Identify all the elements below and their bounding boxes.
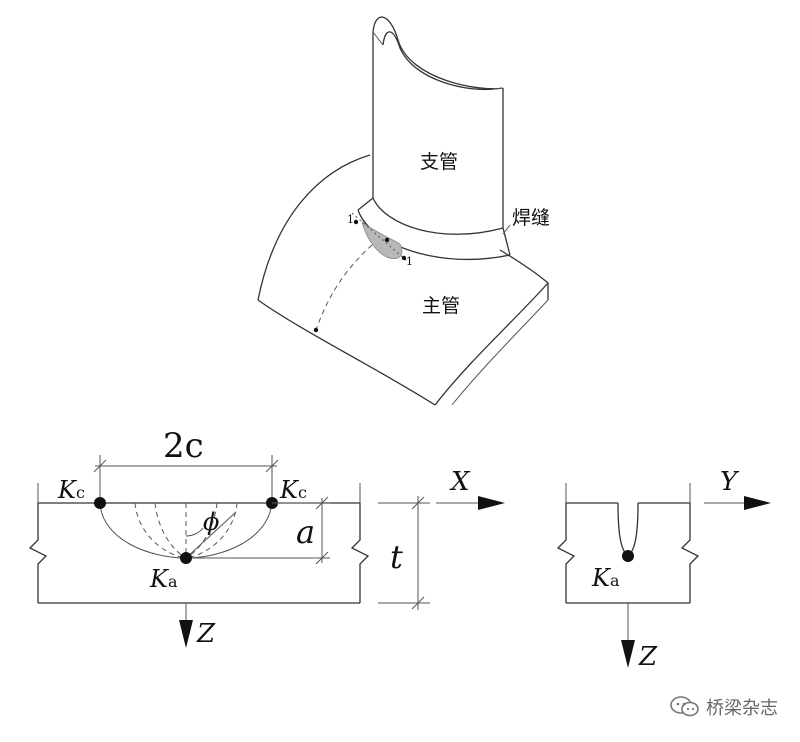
crack-front-dashed-1 bbox=[134, 502, 187, 559]
thickness-dim-tick-top bbox=[411, 496, 425, 510]
depth-label: a bbox=[296, 513, 315, 551]
crack-angle-arc bbox=[185, 527, 204, 537]
crack-front-dashed-4 bbox=[185, 502, 218, 559]
crack-section-yz: Ka Y Z bbox=[556, 467, 771, 672]
yz-break-line-right bbox=[680, 503, 700, 603]
branch-pipe-top-outer bbox=[372, 16, 504, 90]
surface-point-right-label: Kc bbox=[279, 476, 307, 504]
branch-pipe-label: 支管 bbox=[420, 151, 458, 173]
weld-upper-ring bbox=[372, 197, 504, 235]
y-axis-arrowhead bbox=[744, 496, 771, 510]
thickness-dim-tick-bottom bbox=[411, 596, 425, 610]
x-axis-arrowhead bbox=[478, 496, 505, 510]
crack-angle-ray bbox=[185, 511, 237, 559]
deepest-point-label: Ka bbox=[149, 565, 178, 593]
weld-leader-line bbox=[502, 224, 511, 235]
watermark-text: 桥梁杂志 bbox=[706, 698, 778, 719]
watermark: 桥梁杂志 bbox=[670, 694, 778, 720]
branch-pipe-top-inner bbox=[382, 31, 495, 91]
deepest-point bbox=[180, 552, 192, 564]
angle-label: ϕ bbox=[203, 508, 219, 536]
main-pipe-bottom-curve bbox=[434, 282, 549, 406]
weld-left-edge bbox=[357, 197, 374, 211]
section-marker-left: 1 bbox=[347, 213, 354, 226]
wechat-icon bbox=[670, 696, 699, 717]
section-trace-end-dot bbox=[313, 327, 319, 333]
x-axis-label: X bbox=[449, 467, 471, 497]
crack-front-dashed-3 bbox=[154, 502, 187, 559]
section-marker-dot-right bbox=[401, 255, 407, 261]
main-pipe-outline bbox=[257, 154, 371, 301]
surface-point-left bbox=[94, 497, 106, 509]
main-pipe-inner-curve bbox=[257, 299, 436, 406]
section-marker-right: 1 bbox=[406, 255, 413, 268]
surface-point-left-label: Kc bbox=[57, 476, 85, 504]
section-trace-line bbox=[315, 244, 373, 331]
branch-pipe-cut-edge bbox=[372, 31, 504, 90]
thickness-label: t bbox=[390, 538, 403, 576]
yz-deepest-point-label: Ka bbox=[591, 564, 620, 592]
weld-label: 焊缝 bbox=[512, 207, 550, 229]
yz-deepest-point bbox=[622, 550, 634, 562]
z-axis-arrowhead bbox=[179, 620, 193, 648]
break-line-right bbox=[350, 503, 370, 603]
weld-lower-ring bbox=[357, 209, 511, 261]
width-dim-tick-left bbox=[93, 459, 107, 473]
crack-section-xz: 2c a t ϕ Kc Kc Ka X Z bbox=[28, 426, 505, 649]
yz-crack-profile bbox=[617, 502, 639, 557]
depth-dim-tick-bottom bbox=[315, 551, 329, 565]
crack-marker-dot-mid bbox=[384, 237, 390, 243]
main-pipe-right-edge bbox=[499, 249, 549, 300]
width-label: 2c bbox=[163, 426, 204, 466]
break-line-left bbox=[28, 503, 48, 603]
section-marker-dot-left bbox=[353, 219, 359, 225]
z-axis-label: Z bbox=[196, 619, 216, 649]
yz-z-axis-arrowhead bbox=[621, 640, 635, 668]
main-pipe-label: 主管 bbox=[422, 295, 460, 317]
depth-dim-tick-top bbox=[315, 496, 329, 510]
y-axis-label: Y bbox=[720, 467, 740, 497]
tubular-joint-sketch: 支管 焊缝 主管 1 1 bbox=[257, 16, 550, 406]
width-dim-tick-right bbox=[265, 459, 279, 473]
main-pipe-right-rim bbox=[451, 299, 549, 406]
yz-z-axis-label: Z bbox=[638, 642, 658, 672]
yz-break-line-left bbox=[556, 503, 576, 603]
